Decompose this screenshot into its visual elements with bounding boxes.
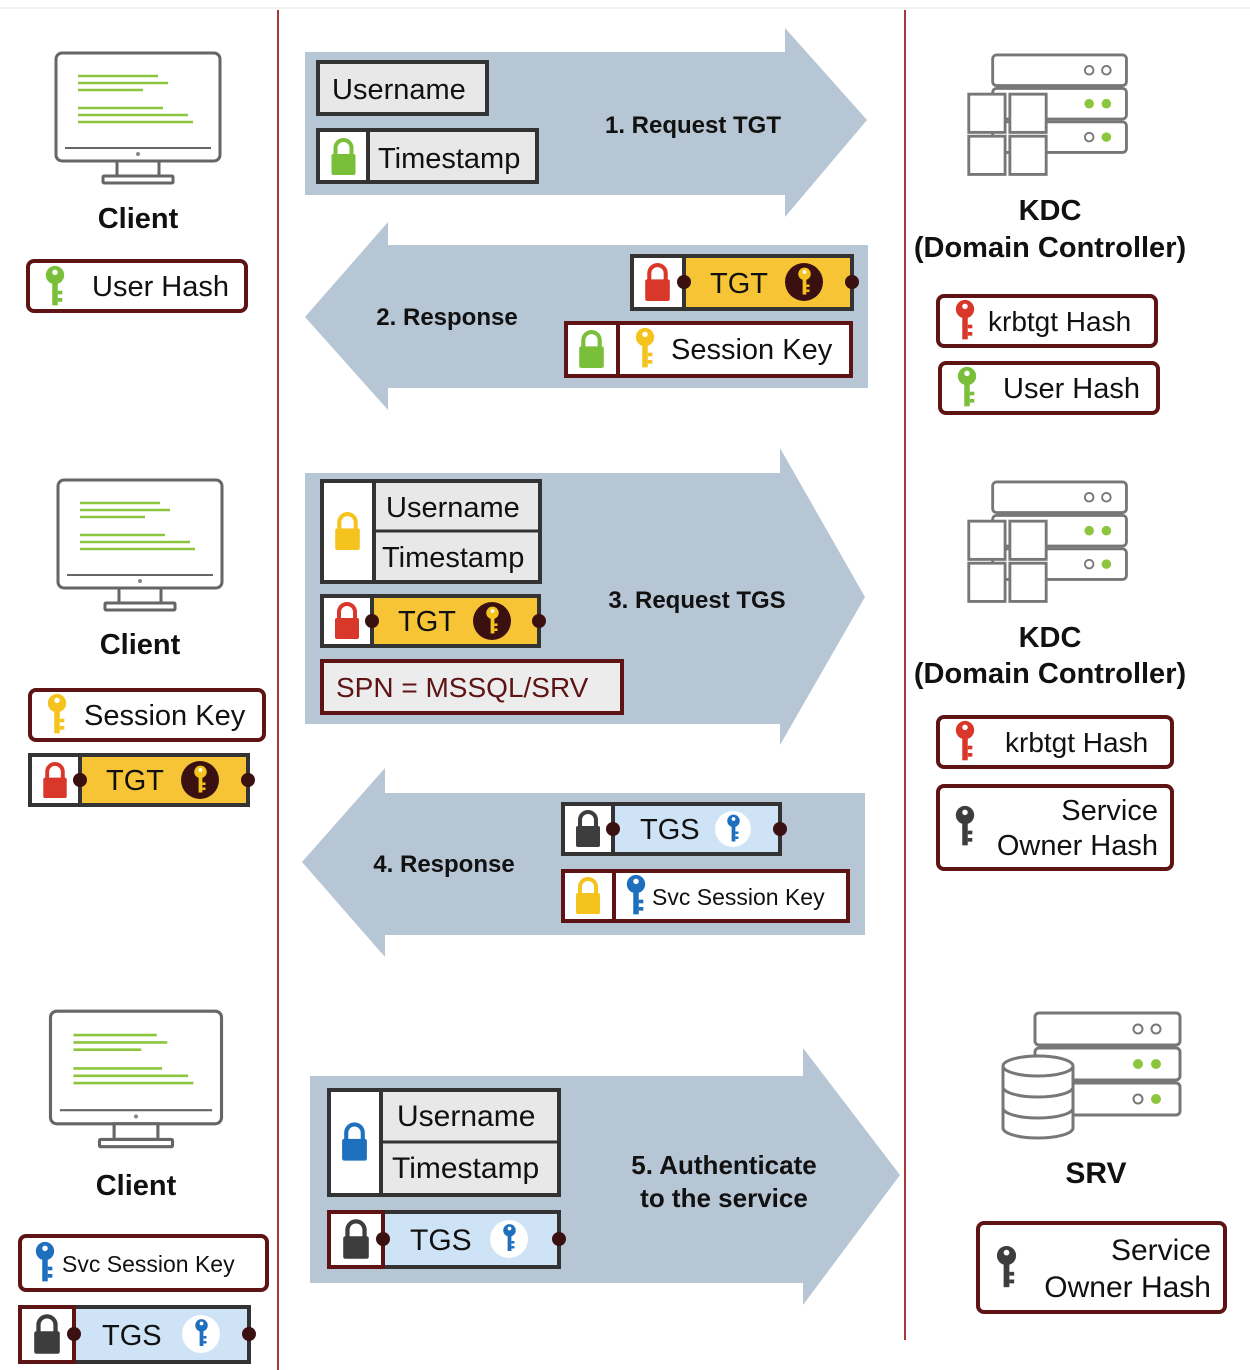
client-tgt-label: TGT	[106, 765, 164, 797]
username-label: Username	[386, 492, 520, 524]
msg-username-box: Username	[316, 60, 489, 116]
client-tgs-label: TGS	[102, 1320, 162, 1352]
spn-box: SPN = MSSQL/SRV	[320, 659, 624, 715]
kdc-server-icon	[967, 53, 1128, 176]
srv-database-icon	[1001, 1011, 1182, 1140]
kdc-key1-label: krbtgt Hash	[1005, 727, 1148, 758]
response-svc-session-key-box: Svc Session Key	[561, 869, 850, 923]
kdc-key2-line1: Service	[1061, 795, 1158, 827]
client-tgs-ticket: TGS	[18, 1305, 256, 1364]
step5-label-line2: to the service	[640, 1183, 808, 1213]
session-key-label: Session Key	[671, 334, 833, 366]
kdc-title: KDC	[1019, 195, 1082, 227]
tgt-label: TGT	[710, 268, 768, 300]
response-tgt-ticket: TGT	[630, 254, 859, 311]
client-label: Client	[96, 1170, 177, 1202]
client-svc-session-key-tag: Svc Session Key	[18, 1234, 269, 1292]
svc-session-key-label: Svc Session Key	[652, 884, 825, 910]
timestamp-label: Timestamp	[382, 542, 524, 574]
step5-label-line1: 5. Authenticate	[631, 1150, 816, 1180]
username-label: Username	[397, 1100, 535, 1133]
msg-tgs-ticket: TGS	[327, 1210, 566, 1269]
response-tgs-ticket: TGS	[561, 802, 787, 856]
step4-label: 4. Response	[373, 851, 514, 878]
step2-label: 2. Response	[376, 304, 517, 331]
kdc-krbtgt-hash-tag: krbtgt Hash	[936, 715, 1174, 769]
kdc-user-hash-tag: User Hash	[938, 361, 1160, 415]
kdc-subtitle: (Domain Controller)	[914, 658, 1186, 690]
srv-title: SRV	[1065, 1157, 1126, 1190]
kdc-server-icon	[967, 480, 1128, 603]
client-user-hash-tag: User Hash	[26, 259, 248, 313]
timestamp-label: Timestamp	[378, 143, 520, 175]
msg-tgt-ticket: TGT	[320, 594, 546, 648]
client-label: Client	[100, 629, 181, 661]
msg-encrypted-auth-box: Username Timestamp	[327, 1088, 561, 1197]
client-monitor-icon	[54, 51, 222, 185]
client-monitor-icon	[48, 1009, 224, 1149]
kdc-subtitle: (Domain Controller)	[914, 232, 1186, 264]
tgs-label: TGS	[640, 814, 700, 846]
client-key1-label: Svc Session Key	[62, 1251, 235, 1277]
kdc-key1-label: krbtgt Hash	[988, 306, 1131, 337]
spn-label: SPN = MSSQL/SRV	[336, 672, 589, 703]
kdc-key2-line2: Owner Hash	[997, 830, 1158, 862]
username-label: Username	[332, 74, 466, 106]
step1-label: 1. Request TGT	[605, 112, 781, 139]
msg-encrypted-auth-box: Username Timestamp	[320, 479, 542, 584]
srv-key-line2: Owner Hash	[1044, 1271, 1211, 1304]
msg-tgs-label: TGS	[410, 1224, 472, 1257]
client-tgt-ticket: TGT	[28, 753, 255, 807]
step3-label: 3. Request TGS	[608, 587, 785, 614]
client-key-label: User Hash	[92, 271, 229, 303]
client-label: Client	[98, 203, 179, 235]
msg-timestamp-box: Timestamp	[316, 128, 539, 184]
kdc-service-owner-hash-tag: Service Owner Hash	[936, 784, 1174, 871]
kdc-key2-label: User Hash	[1003, 373, 1140, 405]
arrow-request-tgt	[305, 28, 867, 217]
client-session-key-tag: Session Key	[28, 688, 266, 742]
kdc-krbtgt-hash-tag: krbtgt Hash	[936, 294, 1158, 348]
client-key1-label: Session Key	[84, 700, 246, 732]
timestamp-label: Timestamp	[392, 1152, 539, 1185]
kdc-title: KDC	[1019, 622, 1082, 654]
client-monitor-icon	[56, 478, 224, 612]
msg-tgt-label: TGT	[398, 606, 456, 638]
srv-key-line1: Service	[1111, 1234, 1211, 1267]
srv-service-owner-hash-tag: Service Owner Hash	[976, 1221, 1227, 1314]
response-session-key-box: Session Key	[564, 321, 853, 378]
